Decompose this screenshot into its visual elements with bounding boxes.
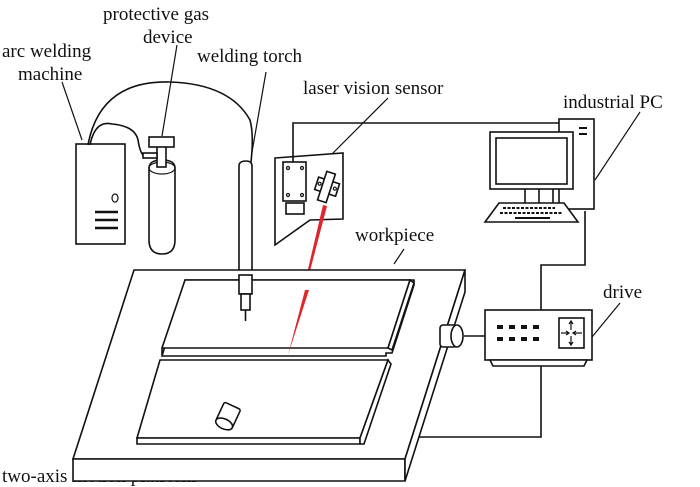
drive-ports [497, 325, 539, 341]
x-axis-motor [439, 324, 464, 348]
y-axis-motor [214, 401, 241, 431]
arc-welding-machine [75, 143, 126, 245]
label-drive: drive [603, 282, 642, 303]
move-arrows-icon [561, 319, 582, 347]
protective-gas-cylinder [142, 136, 176, 255]
label-arc-welding-machine-line2: machine [18, 64, 82, 85]
workpiece [135, 278, 415, 445]
label-workpiece: workpiece [355, 225, 434, 246]
power-cable [87, 81, 254, 163]
label-protective-gas-line2: device [143, 27, 193, 48]
label-protective-gas-line1: protective gas [103, 4, 209, 25]
laser-beam-lower [288, 290, 309, 355]
label-arc-welding-machine-line1: arc welding [2, 41, 92, 62]
torch-tip [238, 274, 253, 321]
label-laser-vision-sensor: laser vision sensor [303, 78, 444, 99]
laser-vision-sensor [274, 152, 344, 247]
gas-hose [89, 122, 144, 156]
industrial-pc [483, 118, 595, 223]
drive-unit [484, 309, 593, 367]
label-industrial-pc: industrial PC [563, 92, 663, 113]
label-welding-torch: welding torch [197, 46, 303, 67]
